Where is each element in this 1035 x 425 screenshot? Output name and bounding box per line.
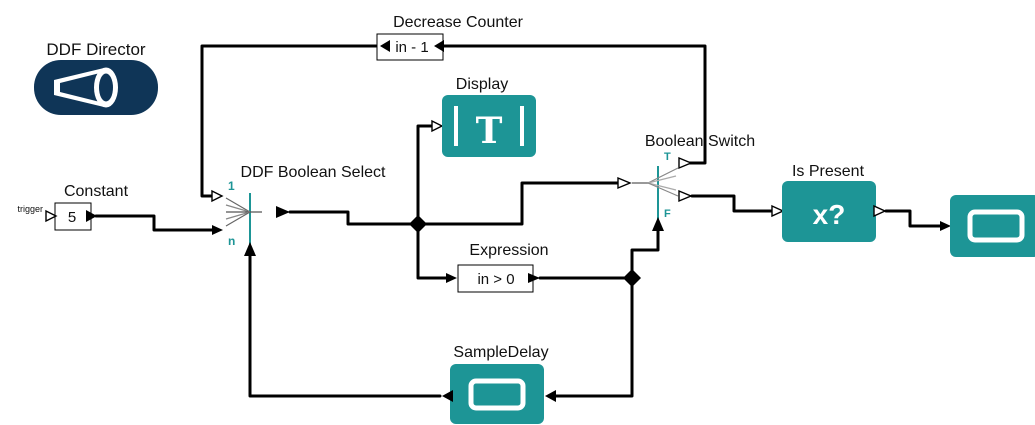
wire-constant-to-select[interactable] xyxy=(94,214,216,232)
boolean-switch-actor[interactable]: Boolean Switch T F xyxy=(617,133,755,231)
select-input-1-port-icon[interactable] xyxy=(211,189,224,203)
director-label: DDF Director xyxy=(46,40,146,59)
wire-relation2-to-sampledelay[interactable] xyxy=(554,276,634,398)
constant-box xyxy=(54,202,92,231)
display-icon: T xyxy=(442,95,536,157)
wire-relation-to-expression[interactable] xyxy=(416,222,450,280)
constant-output-port-icon[interactable] xyxy=(86,210,97,222)
select-output-port-icon[interactable] xyxy=(276,206,290,218)
switch-label: Boolean Switch xyxy=(645,133,755,150)
ddf-director[interactable]: DDF Director xyxy=(34,40,158,115)
select-control-port-icon[interactable] xyxy=(244,242,256,256)
switch-icon xyxy=(632,166,679,222)
sampledelay-output-port-icon[interactable] xyxy=(442,390,453,402)
select-port-n-label: n xyxy=(228,234,235,248)
counter-expression: in - 1 xyxy=(395,39,428,56)
expression-expression: in > 0 xyxy=(477,271,514,288)
wire-switch-false-to-ispresent[interactable] xyxy=(690,194,776,213)
expression-label: Expression xyxy=(469,242,548,259)
is-present-icon: x? xyxy=(782,181,876,242)
switch-control-port-icon[interactable] xyxy=(652,217,664,231)
select-port-1-label: 1 xyxy=(228,179,235,193)
director-icon xyxy=(34,60,158,115)
relation-diamond-icon[interactable] xyxy=(409,215,427,233)
wire-relation2-to-switch-control[interactable] xyxy=(630,226,660,280)
select-input-n-port-icon[interactable] xyxy=(212,225,223,235)
sampledelay-label: SampleDelay xyxy=(453,344,548,361)
switch-output-false-port-icon[interactable] xyxy=(678,189,693,203)
output-actor[interactable] xyxy=(940,195,1035,257)
counter-output-port-icon[interactable] xyxy=(380,40,390,52)
connections xyxy=(94,44,944,398)
expression-input-port-icon[interactable] xyxy=(446,273,457,283)
ddf-boolean-select-actor[interactable]: DDF Boolean Select 1 n xyxy=(211,164,387,256)
counter-label: Decrease Counter xyxy=(393,14,524,31)
expression-output-port-icon[interactable] xyxy=(528,273,540,283)
ispresent-output-port-icon[interactable] xyxy=(873,204,887,218)
sample-delay-icon xyxy=(450,364,544,424)
wire-relation-to-display[interactable] xyxy=(416,124,439,226)
select-label: DDF Boolean Select xyxy=(241,164,387,181)
output-actor-input-port-icon[interactable] xyxy=(940,221,951,231)
display-input-port-icon[interactable] xyxy=(431,119,444,133)
wire-ispresent-to-output[interactable] xyxy=(884,209,944,228)
wire-counter-to-select[interactable] xyxy=(200,44,378,198)
wire-sampledelay-to-select-control[interactable] xyxy=(248,253,442,398)
constant-label: Constant xyxy=(64,183,129,200)
counter-input-port-icon[interactable] xyxy=(434,40,444,52)
display-actor[interactable]: Display T xyxy=(431,76,536,157)
ispresent-glyph: x? xyxy=(813,199,846,230)
output-actor-icon xyxy=(950,195,1035,257)
expression-box xyxy=(457,264,534,293)
wire-relation-to-switch[interactable] xyxy=(416,181,620,226)
wire-select-to-relation[interactable] xyxy=(288,210,420,226)
relation-diamond-icon[interactable] xyxy=(623,269,641,287)
wire-switch-true-to-counter[interactable] xyxy=(442,44,707,165)
switch-port-f-label: F xyxy=(664,208,671,220)
ispresent-input-port-icon[interactable] xyxy=(771,204,785,218)
decrease-counter-actor[interactable]: Decrease Counter in - 1 xyxy=(376,14,524,61)
switch-port-t-label: T xyxy=(664,151,671,163)
select-icon xyxy=(225,193,262,250)
trigger-port-label: trigger xyxy=(17,204,43,214)
is-present-actor[interactable]: Is Present x? xyxy=(771,163,887,242)
sampledelay-input-port-icon[interactable] xyxy=(545,390,556,402)
expression-actor[interactable]: Expression in > 0 xyxy=(446,242,549,293)
switch-input-port-icon[interactable] xyxy=(617,176,632,190)
trigger-port-icon[interactable] xyxy=(45,209,58,223)
constant-value: 5 xyxy=(68,209,76,226)
ispresent-label: Is Present xyxy=(792,163,865,180)
switch-output-true-port-icon[interactable] xyxy=(678,156,693,170)
display-label: Display xyxy=(456,76,508,93)
constant-actor[interactable]: Constant trigger 5 xyxy=(17,183,129,231)
display-glyph: T xyxy=(476,110,503,152)
sample-delay-actor[interactable]: SampleDelay xyxy=(442,344,556,424)
